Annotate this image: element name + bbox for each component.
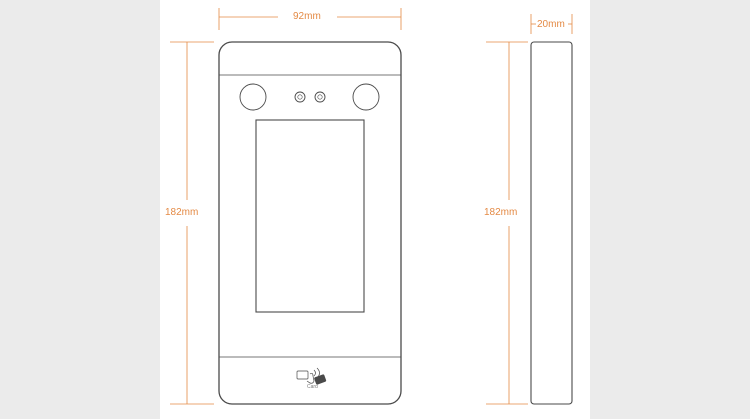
- left-sensor-icon: [294, 91, 306, 103]
- device-side-view: [530, 41, 573, 405]
- width-dimension: [218, 8, 402, 30]
- side-height-label: 182mm: [484, 207, 518, 218]
- front-height-label: 182mm: [165, 207, 199, 218]
- depth-label: 20mm: [537, 19, 565, 30]
- device-body: [218, 41, 402, 405]
- left-camera-icon: [239, 83, 267, 111]
- front-height-dimension: [170, 41, 214, 405]
- right-sensor-icon: [314, 91, 326, 103]
- side-height-dimension: [486, 41, 528, 405]
- nfc-card-icon: [296, 367, 327, 385]
- drawing-panel: [160, 0, 590, 419]
- display-screen: [255, 119, 365, 313]
- width-label: 92mm: [293, 11, 321, 22]
- card-label: Card: [307, 384, 318, 390]
- device-front-view: [218, 41, 402, 405]
- depth-dimension: [530, 14, 573, 34]
- right-camera-icon: [352, 83, 380, 111]
